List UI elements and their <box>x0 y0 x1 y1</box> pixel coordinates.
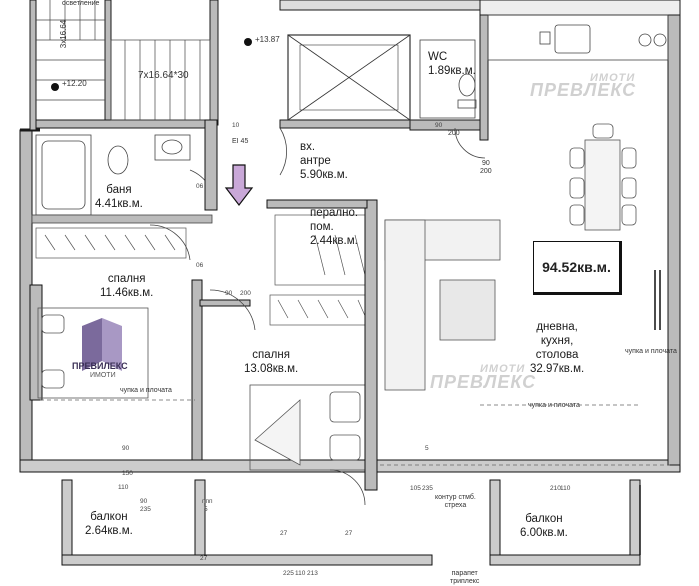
room-area: 2.64кв.м. <box>85 525 133 537</box>
interior-walls <box>204 119 378 491</box>
room-name: балкон <box>525 513 563 525</box>
watermark-text: ЛЕКС <box>483 372 537 392</box>
watermark-text: ЛЕКС <box>583 80 637 100</box>
stair-label: 7x16.64*30 <box>138 70 189 81</box>
dim-label: 10 <box>232 122 240 129</box>
dim-label: 110 <box>560 485 571 492</box>
room-area: 4.41кв.м. <box>95 198 143 210</box>
room-area: 11.46кв.м. <box>100 287 154 299</box>
room-area: 1.89кв.м. <box>428 65 476 77</box>
total-area-badge: 94.52кв.м. <box>533 241 622 295</box>
watermark: ПРЕВЛЕКС <box>430 372 536 393</box>
room-name: балкон <box>90 511 128 523</box>
watermark-text: ИМОТИ <box>590 72 636 84</box>
room-label-bed2: спалня 13.08кв.м. <box>244 348 298 376</box>
dim-label: ппп <box>202 498 213 505</box>
stairs <box>36 0 211 121</box>
dim-label: 06 <box>196 183 204 190</box>
room-name: вх. антре <box>300 141 331 167</box>
room-name: спалня <box>107 273 146 285</box>
wc-fixtures <box>419 39 477 119</box>
room-label-laundry: перално. пом. 2.44кв.м. <box>310 206 358 248</box>
dim-label: 110 <box>118 484 129 491</box>
dim-label: 06 <box>196 262 204 269</box>
wardrobe <box>35 227 187 259</box>
note-window-sill: чупка и плочата <box>625 348 677 355</box>
door-code-label: EI 45 <box>232 138 249 145</box>
room-label-balcony2: балкон 6.00кв.м. <box>520 512 568 540</box>
dim-label: 110 <box>295 570 306 577</box>
note-window-sill: чупка и плочата <box>528 402 580 409</box>
dim-label: 27 <box>280 530 288 537</box>
room-area: 2.44кв.м. <box>310 235 358 247</box>
dim-label: 105 <box>410 485 421 492</box>
watermark-text: ПРЕВ <box>530 80 584 100</box>
dim-label: 235 <box>422 485 433 492</box>
dim-label: 225 <box>283 570 294 577</box>
stair-side-label: 3x16.64 <box>59 19 69 49</box>
room-name: спалня <box>252 349 290 361</box>
room-name: перално. пом. <box>310 207 359 233</box>
dim-label: 27 <box>345 530 353 537</box>
room-name: WC <box>428 51 448 63</box>
dim-label: 90 <box>140 498 148 505</box>
note-window-sill: чупка и плочата <box>120 387 172 394</box>
elevator-shaft <box>287 34 411 121</box>
doors <box>149 127 486 506</box>
lighting-label: осветление <box>62 0 100 7</box>
dim-label: 90 <box>122 445 130 452</box>
room-label-wc: WC 1.89кв.м. <box>428 50 476 78</box>
dim-label: 90 <box>435 122 443 129</box>
watermark-text: ИМОТИ <box>480 363 526 375</box>
room-name: баня <box>106 184 132 196</box>
sofa <box>384 219 501 391</box>
dining-table <box>569 123 637 231</box>
note-contour: контур стмб. стреха <box>435 494 476 509</box>
room-area: 32.97кв.м. <box>530 363 585 375</box>
room-name: дневна, кухня, столова <box>535 321 579 361</box>
room-label-bath: баня 4.41кв.м. <box>95 183 143 211</box>
dim-label: 27 <box>200 555 208 562</box>
dim-label: 213 <box>307 570 318 577</box>
door-code-label: 90 200 <box>480 160 492 175</box>
room-area: 6.00кв.м. <box>520 527 568 539</box>
total-area-value: 94.52кв.м. <box>542 259 611 275</box>
room-area: 13.08кв.м. <box>244 363 299 375</box>
bedroom1-walls <box>29 279 251 461</box>
room-area: 5.90кв.м. <box>300 169 348 181</box>
window <box>639 270 661 555</box>
room-label-balcony1: балкон 2.64кв.м. <box>85 510 133 538</box>
dim-label: 235 <box>140 506 151 513</box>
dim-label: 5 <box>204 506 208 513</box>
elevation-label: +13.87 <box>255 35 280 44</box>
note-parapet: парапет триплекс <box>450 570 480 585</box>
watermark: ПРЕВЛЕКС <box>530 80 636 101</box>
brand-sub: ИМОТИ <box>90 372 116 379</box>
bed <box>249 384 366 471</box>
brand-logo-icon <box>82 318 122 371</box>
dim-label: 5 <box>425 445 429 452</box>
dim-label: 200 <box>240 290 251 297</box>
balcony-outline <box>40 399 670 466</box>
brand-name: ПРЕВИЛЕКС <box>72 361 128 371</box>
elevation-label: +12.20 <box>62 79 87 88</box>
elevation-marker-icon <box>51 83 59 91</box>
room-label-hall: вх. антре 5.90кв.м. <box>300 140 348 182</box>
door-code-label: 200 <box>448 130 460 137</box>
dim-label: 150 <box>122 470 133 477</box>
room-label-living: дневна, кухня, столова 32.97кв.м. <box>530 320 584 376</box>
bed <box>37 307 149 399</box>
room-label-bed1: спалня 11.46кв.м. <box>100 272 153 300</box>
brand-logo: ПРЕВИЛЕКС ИМОТИ <box>72 316 152 386</box>
watermark-text: ПРЕВ <box>430 372 484 392</box>
dim-label: 210 <box>550 485 561 492</box>
elevation-marker-icon <box>244 38 252 46</box>
bathroom-fixtures <box>31 134 216 224</box>
entry-arrow-icon <box>224 164 254 206</box>
dim-label: 90 <box>225 290 233 297</box>
kitchen-counter <box>487 14 669 61</box>
